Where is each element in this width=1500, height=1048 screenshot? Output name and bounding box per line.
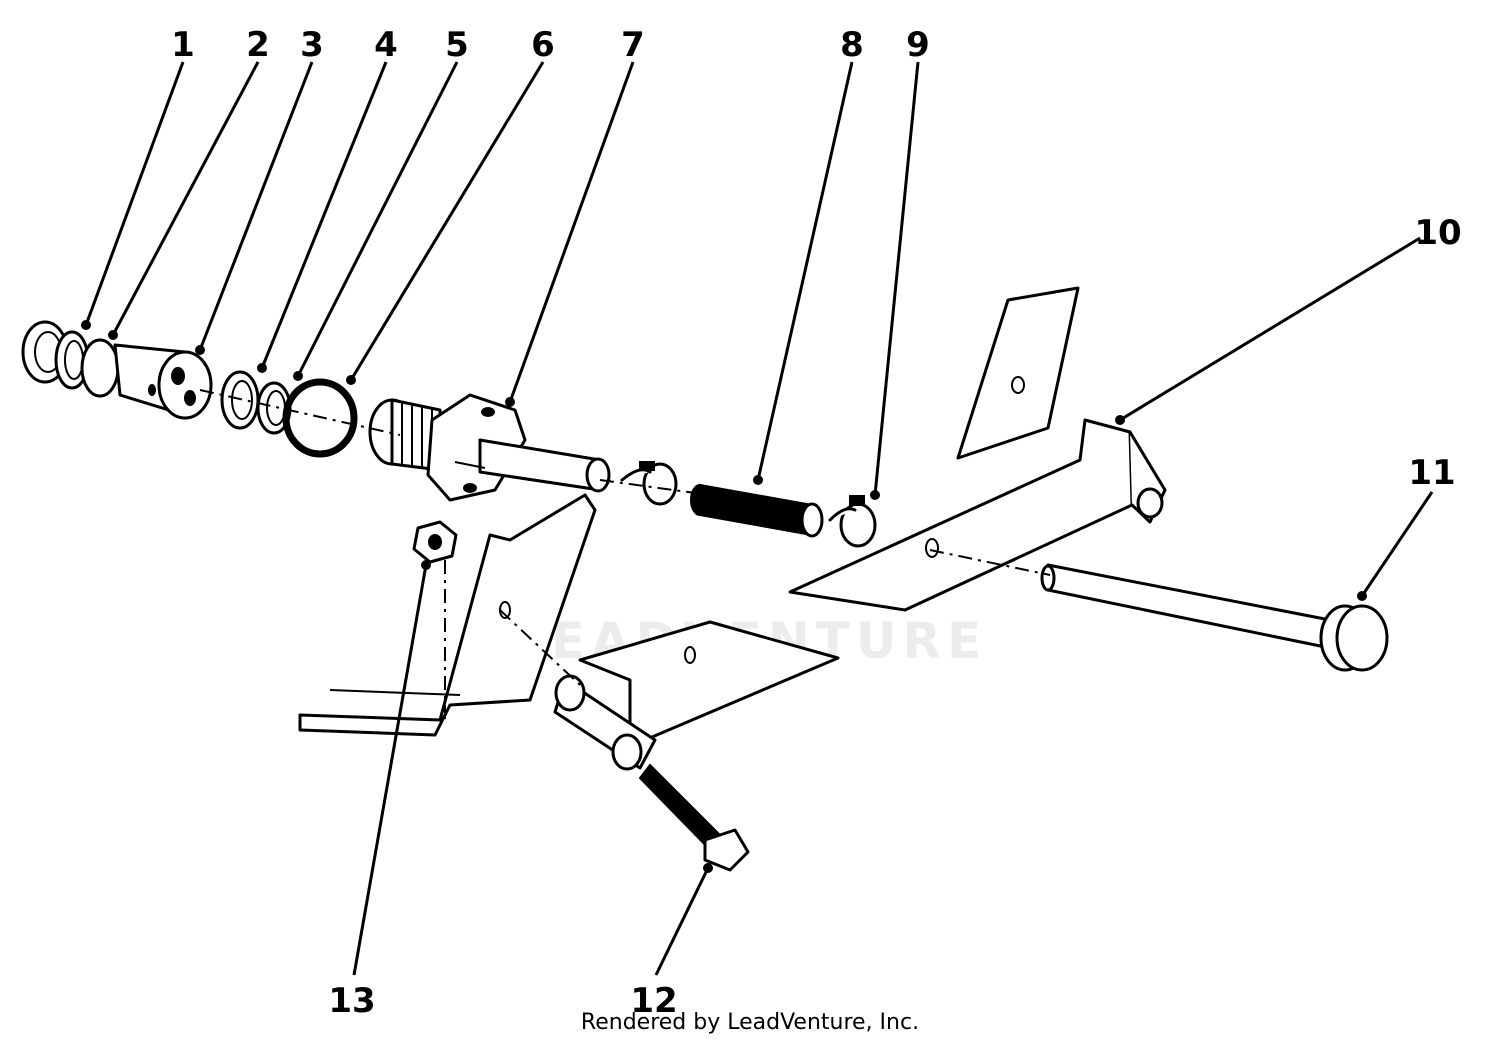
part-6-o-ring: [282, 378, 358, 458]
callout-label-6: 6: [531, 25, 555, 65]
callout-6: 6: [346, 25, 555, 385]
assembly-centerlines: [199, 389, 1051, 720]
callout-label-8: 8: [840, 25, 864, 65]
callout-label-1: 1: [171, 25, 195, 65]
callout-label-12: 12: [630, 981, 677, 1021]
callout-8: 8: [753, 25, 864, 485]
callout-label-11: 11: [1408, 453, 1455, 493]
callout-10: 10: [1115, 213, 1462, 425]
callout-label-13: 13: [328, 981, 375, 1021]
callout-label-4: 4: [374, 25, 398, 65]
callout-9: 9: [870, 25, 930, 500]
part-plate-upper: [956, 286, 1080, 460]
callout-7: 7: [505, 25, 645, 407]
part-lever-arm: [298, 493, 597, 737]
callout-4: 4: [257, 25, 398, 373]
part-10-bracket: [788, 418, 1167, 612]
callout-label-9: 9: [906, 25, 930, 65]
part-13-nut: [412, 520, 458, 564]
part-hose-clamp-left: [620, 461, 678, 506]
part-2-ring: [54, 330, 90, 390]
part-9-hose-clamp: [828, 495, 877, 548]
callout-label-3: 3: [300, 25, 324, 65]
callout-11: 11: [1357, 453, 1456, 601]
part-spacer: [553, 674, 657, 771]
part-12-bolt: [638, 763, 750, 872]
callout-13: 13: [328, 560, 431, 1021]
callout-2: 2: [108, 25, 270, 340]
callout-label-2: 2: [246, 25, 270, 65]
callout-3: 3: [195, 25, 324, 355]
callout-12: 12: [630, 863, 713, 1021]
callout-1: 1: [81, 25, 195, 330]
footer-credit: Rendered by LeadVenture, Inc.: [580, 1010, 920, 1035]
callout-label-10: 10: [1414, 213, 1461, 253]
part-11-knob-pin: [1040, 563, 1389, 672]
part-8-hose: [690, 483, 824, 538]
part-3-bushing: [80, 338, 213, 420]
callout-label-5: 5: [445, 25, 469, 65]
callout-5: 5: [293, 25, 469, 381]
callout-label-7: 7: [621, 25, 645, 65]
part-7-valve-assembly: [368, 393, 611, 502]
